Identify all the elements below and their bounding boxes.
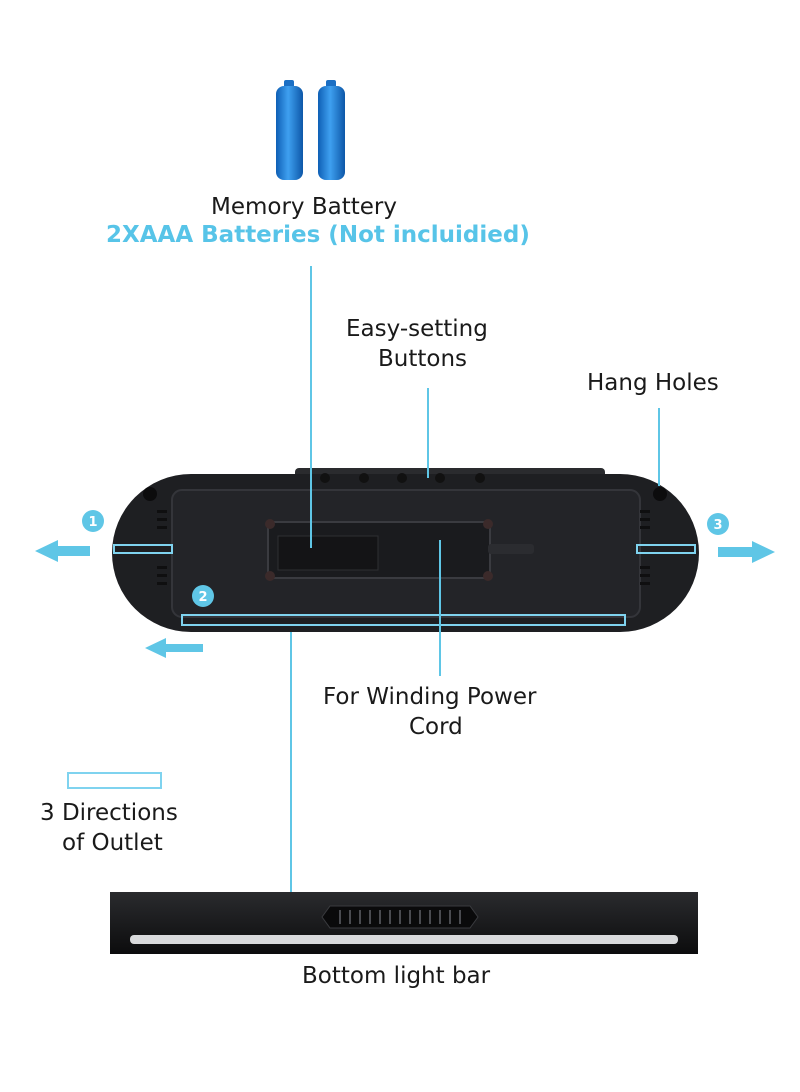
outlet-marker-2: 2 bbox=[192, 585, 214, 607]
outlet-label-line1: 3 Directions bbox=[40, 800, 178, 826]
easy-setting-label-line2: Buttons bbox=[378, 346, 468, 372]
setting-buttons bbox=[320, 473, 485, 483]
outlet-label-line2: of Outlet bbox=[62, 830, 163, 856]
memory-battery-label: Memory Battery bbox=[211, 194, 397, 220]
outlet-marker-1: 1 bbox=[82, 510, 104, 532]
battery-icon bbox=[276, 80, 303, 180]
winding-label-line2: Cord bbox=[409, 714, 463, 740]
batteries-note: 2XAAA Batteries (Not incluidied) bbox=[106, 222, 530, 248]
outlet-marker-3: 3 bbox=[707, 513, 729, 535]
arrow-left-icon bbox=[35, 540, 90, 562]
svg-text:3: 3 bbox=[713, 518, 722, 533]
hang-hole-right bbox=[653, 487, 667, 501]
leader-lines bbox=[290, 266, 660, 938]
outlet-highlights bbox=[113, 544, 696, 626]
winding-label-line1: For Winding Power bbox=[323, 684, 537, 710]
clock-back-panel bbox=[112, 468, 699, 632]
bottom-light-bar-image bbox=[110, 892, 698, 954]
arrow-right-icon bbox=[718, 541, 775, 563]
svg-text:1: 1 bbox=[88, 515, 97, 530]
easy-setting-label-line1: Easy-setting bbox=[346, 316, 488, 342]
outlet-legend-swatch bbox=[67, 772, 162, 789]
hang-holes-label: Hang Holes bbox=[587, 370, 719, 396]
battery-icon bbox=[318, 80, 345, 180]
arrow-left-icon bbox=[145, 638, 203, 658]
hang-hole-left bbox=[143, 487, 157, 501]
bottom-light-bar-label: Bottom light bar bbox=[302, 963, 491, 989]
svg-text:2: 2 bbox=[198, 590, 207, 605]
side-vents bbox=[157, 510, 650, 585]
